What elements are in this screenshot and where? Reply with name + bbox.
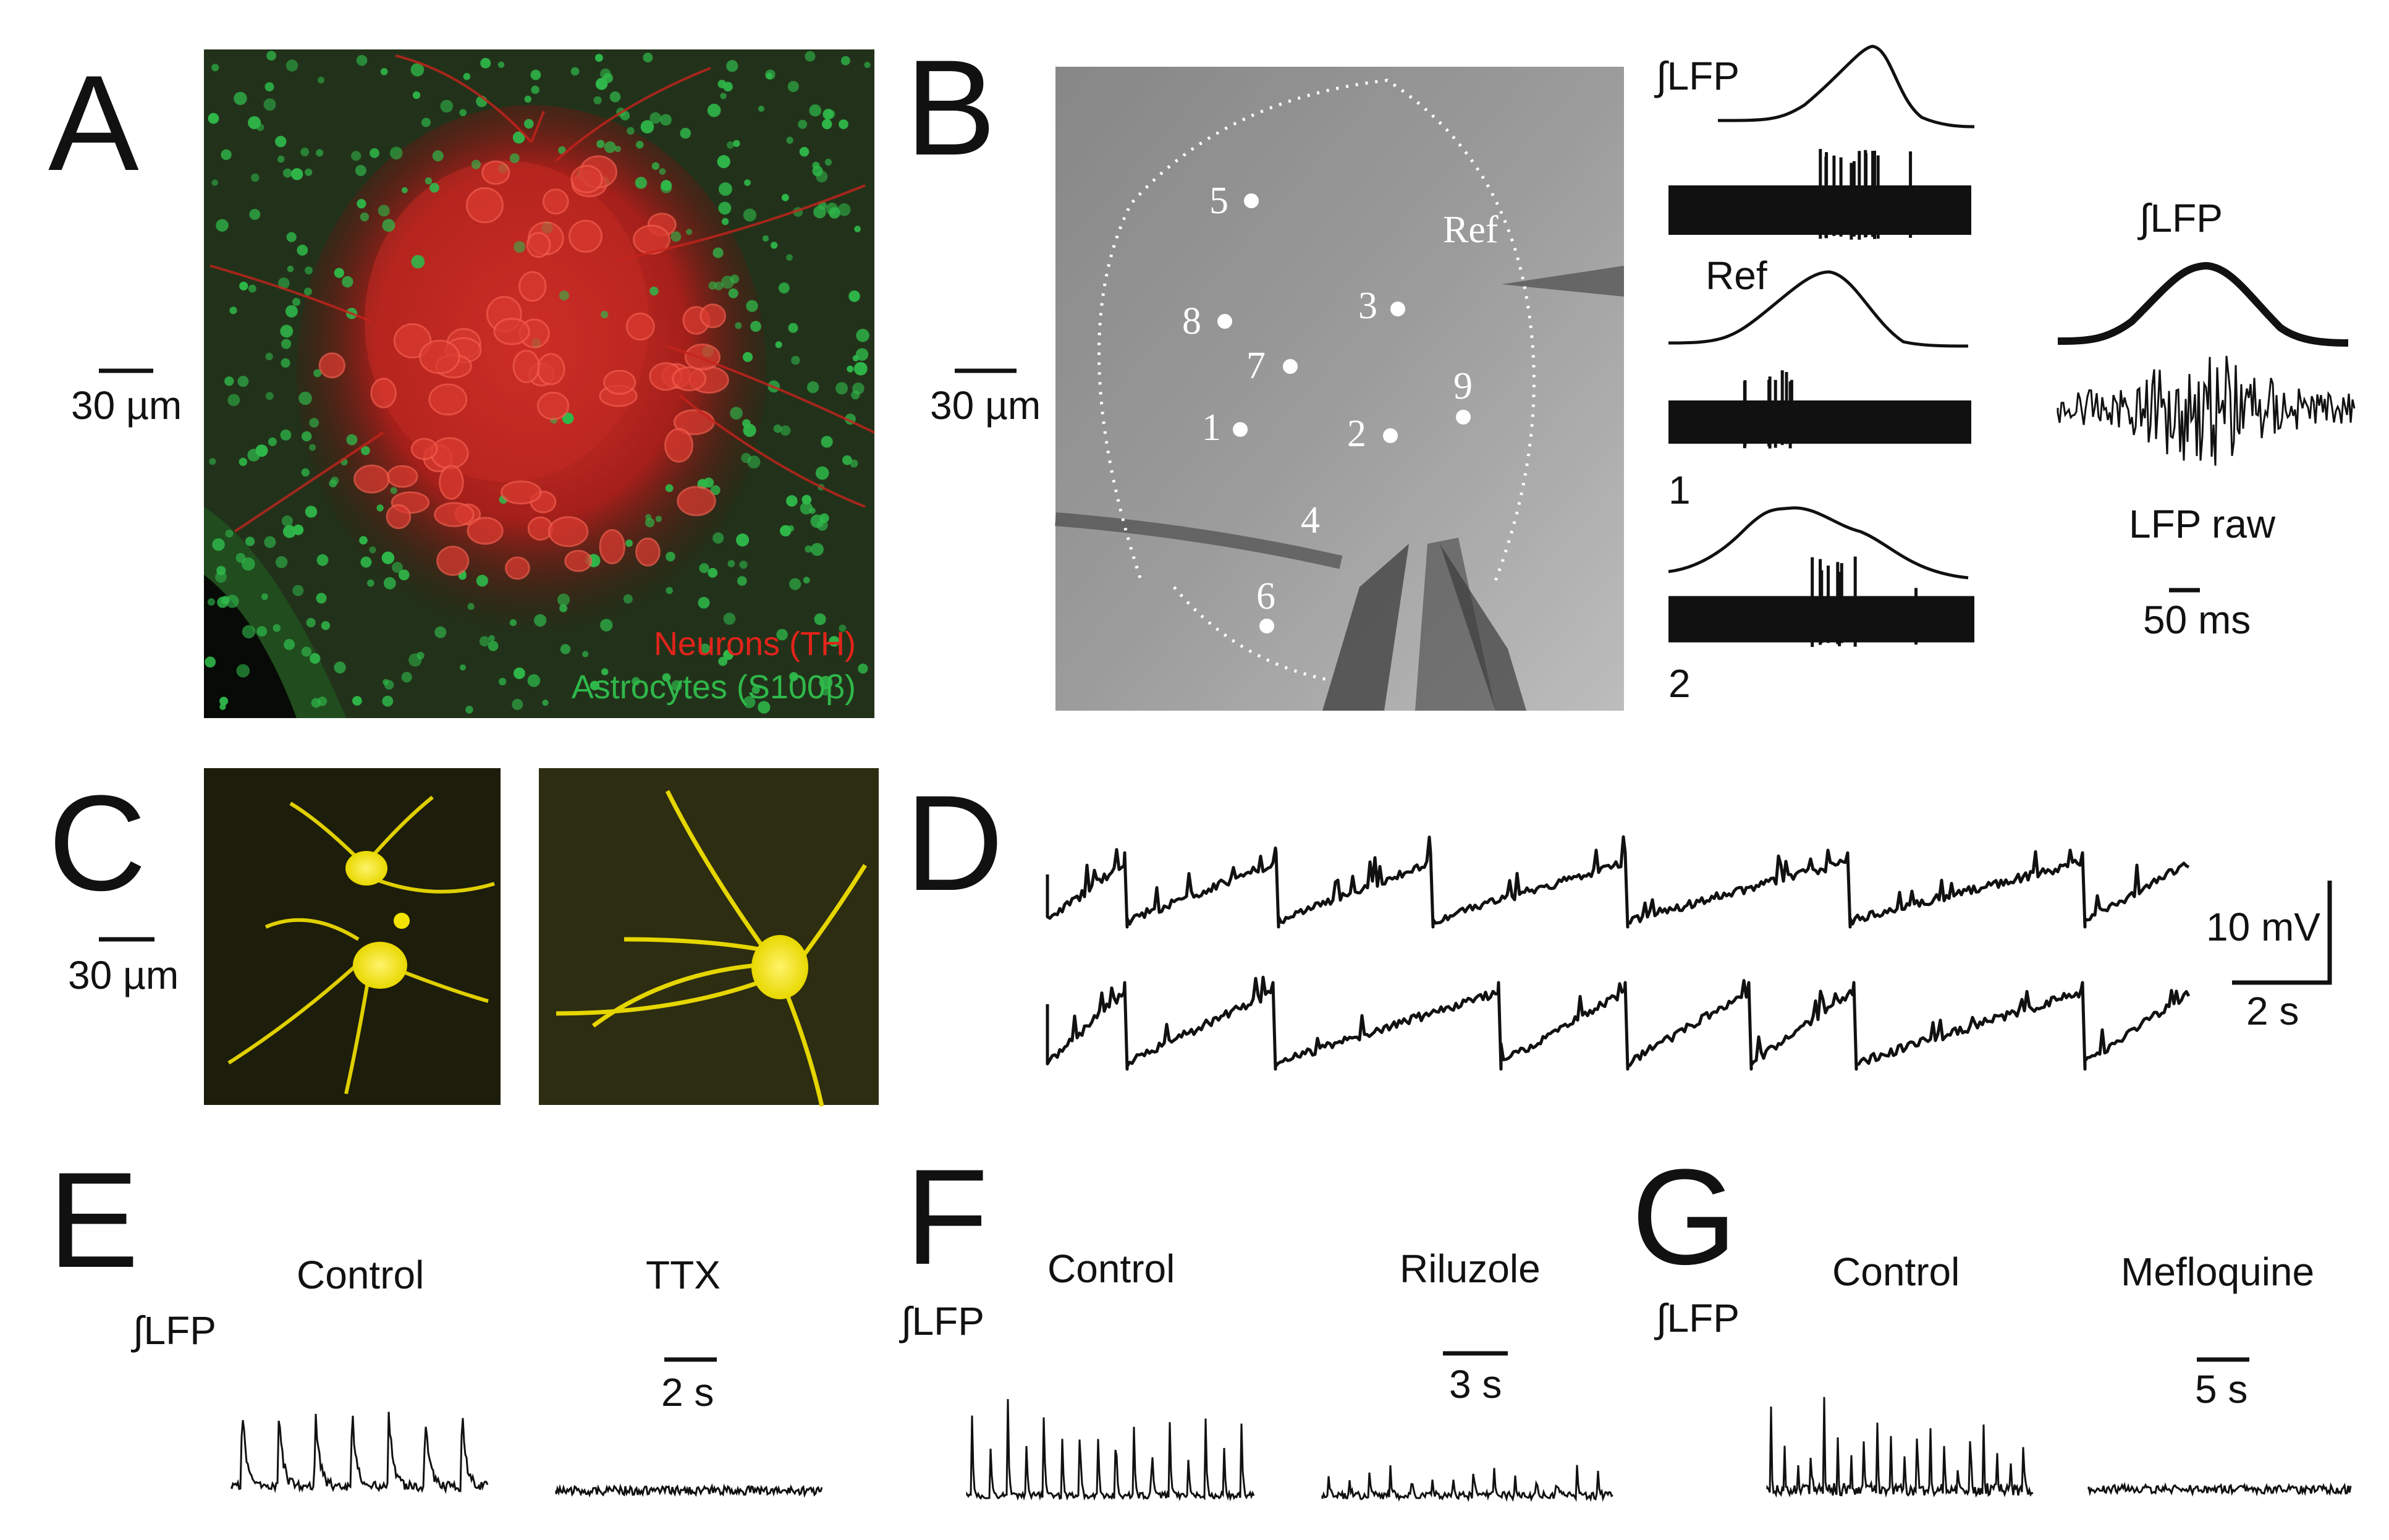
site-1	[1233, 422, 1248, 437]
panel-f: F ∫LFP Control Riluzole 3 s	[899, 1141, 1613, 1502]
site-2	[1383, 428, 1398, 443]
trace-1-label: 1	[1668, 468, 1691, 512]
ref-electrode	[1502, 266, 1624, 297]
membrane-potential-trace-2	[1046, 975, 2191, 1071]
membrane-potential-trace-1	[1046, 835, 2190, 929]
filled-neuron-right	[539, 768, 879, 1107]
soma-1	[345, 851, 387, 886]
scale-label-c: 30 µm	[68, 953, 179, 997]
time-scale-label-f: 3 s	[1449, 1362, 1502, 1407]
control-label-g: Control	[1832, 1250, 1960, 1294]
int-lfp-label-right: ∫LFP	[2137, 196, 2223, 240]
recording-sites	[1217, 193, 1471, 633]
unit-trace-ref	[1668, 149, 1971, 240]
site-label-8: 8	[1182, 300, 1201, 342]
time-scale-label-b: 50 ms	[2143, 598, 2251, 642]
site-label-9: 9	[1453, 365, 1473, 407]
drug-label-f: Riluzole	[1400, 1246, 1541, 1291]
b-traces: ∫LFP Ref 1 2	[1654, 44, 1975, 706]
panel-label-c: C	[48, 767, 146, 919]
site-label-5: 5	[1209, 180, 1228, 222]
time-scale-label-e: 2 s	[661, 1370, 714, 1415]
site-label-3: 3	[1358, 285, 1377, 327]
legend-astrocytes: Astrocytes (S100β)	[572, 669, 856, 706]
panel-e: E ∫LFP Control TTX 2 s	[48, 1144, 823, 1498]
lfp-trace-riluzole	[1321, 1465, 1613, 1502]
brightfield-image-b: 1 2 3 4 5 6 7 8 9 Ref	[1055, 67, 1624, 711]
unit-trace-2	[1668, 556, 1974, 647]
site-label-2: 2	[1347, 413, 1366, 455]
control-label-f: Control	[1047, 1246, 1175, 1291]
site-7	[1283, 359, 1298, 374]
panel-label-b: B	[905, 32, 996, 184]
electrode-left	[1055, 512, 1343, 569]
site-3	[1390, 302, 1405, 316]
time-scale-label-g: 5 s	[2195, 1367, 2247, 1411]
unit-trace-1	[1668, 370, 1971, 449]
int-lfp-label-e: ∫LFP	[130, 1308, 216, 1353]
drug-label-e: TTX	[646, 1253, 721, 1297]
raw-lfp-trace	[2057, 355, 2356, 466]
legend-neurons: Neurons (TH)	[654, 625, 856, 662]
trace-2-label: 2	[1668, 661, 1691, 706]
site-labels: 1 2 3 4 5 6 7 8 9 Ref	[1182, 180, 1499, 617]
site-9	[1456, 410, 1471, 425]
t-scale-label-d: 2 s	[2246, 989, 2299, 1033]
site-8	[1217, 314, 1232, 329]
lfp-raw-label: LFP raw	[2129, 502, 2276, 546]
lfp-trace-mefloquine	[2087, 1481, 2352, 1497]
lfp-trace-control-f	[966, 1398, 1255, 1502]
int-lfp-label-f: ∫LFP	[899, 1299, 984, 1343]
neuron-cells	[318, 155, 729, 580]
soma-2	[353, 942, 407, 989]
ref-label: Ref	[1706, 253, 1767, 298]
scale-label-a: 30 µm	[71, 383, 182, 428]
lfp-trace-ttx	[555, 1483, 823, 1498]
confocal-image-a: Neurons (TH) Astrocytes (S100β)	[204, 49, 875, 718]
neuron-processes	[209, 54, 875, 533]
lfp-trace-control-e	[230, 1411, 489, 1494]
ref-label-image: Ref	[1443, 209, 1499, 251]
panel-label-d: D	[905, 767, 1004, 919]
region-outline	[1097, 78, 1536, 582]
panel-label-g: G	[1631, 1141, 1737, 1293]
site-6	[1259, 619, 1274, 633]
pipettes	[1322, 538, 1526, 711]
int-lfp-envelope-ref	[1717, 44, 1975, 129]
site-label-6: 6	[1256, 575, 1275, 617]
site-label-7: 7	[1246, 345, 1266, 387]
lfp-trace-control-g	[1766, 1397, 2034, 1498]
drug-label-g: Mefloquine	[2121, 1250, 2314, 1294]
int-lfp-label-b: ∫LFP	[1654, 54, 1740, 98]
panel-b: B 30 µm	[905, 32, 2356, 711]
panel-g: G ∫LFP Control Mefloquine 5 s	[1631, 1141, 2352, 1498]
panel-c: C 30 µm	[48, 767, 879, 1107]
int-lfp-envelope-2	[1668, 506, 1969, 580]
control-label-e: Control	[297, 1253, 424, 1297]
panel-label-a: A	[48, 47, 139, 199]
scale-bar-d	[2232, 881, 2332, 985]
v-scale-label-d: 10 mV	[2206, 905, 2320, 949]
scale-label-b: 30 µm	[930, 383, 1041, 428]
soma-3	[751, 935, 808, 999]
panel-d: D 10 mV 2 s	[905, 767, 2332, 1071]
filled-neurons-left	[204, 768, 501, 1105]
int-lfp-thick	[2057, 261, 2349, 347]
site-5	[1244, 193, 1259, 208]
site-label-1: 1	[1202, 407, 1221, 449]
b-lfp-raw: ∫LFP LFP raw 50 ms	[2057, 196, 2356, 642]
panel-label-f: F	[905, 1141, 988, 1293]
site-label-4: 4	[1301, 499, 1320, 541]
panel-label-e: E	[48, 1144, 139, 1296]
panel-a: A 30 µm Neurons (TH) Astrocytes	[48, 47, 875, 718]
int-lfp-envelope-1	[1668, 270, 1969, 348]
int-lfp-label-g: ∫LFP	[1654, 1296, 1740, 1340]
